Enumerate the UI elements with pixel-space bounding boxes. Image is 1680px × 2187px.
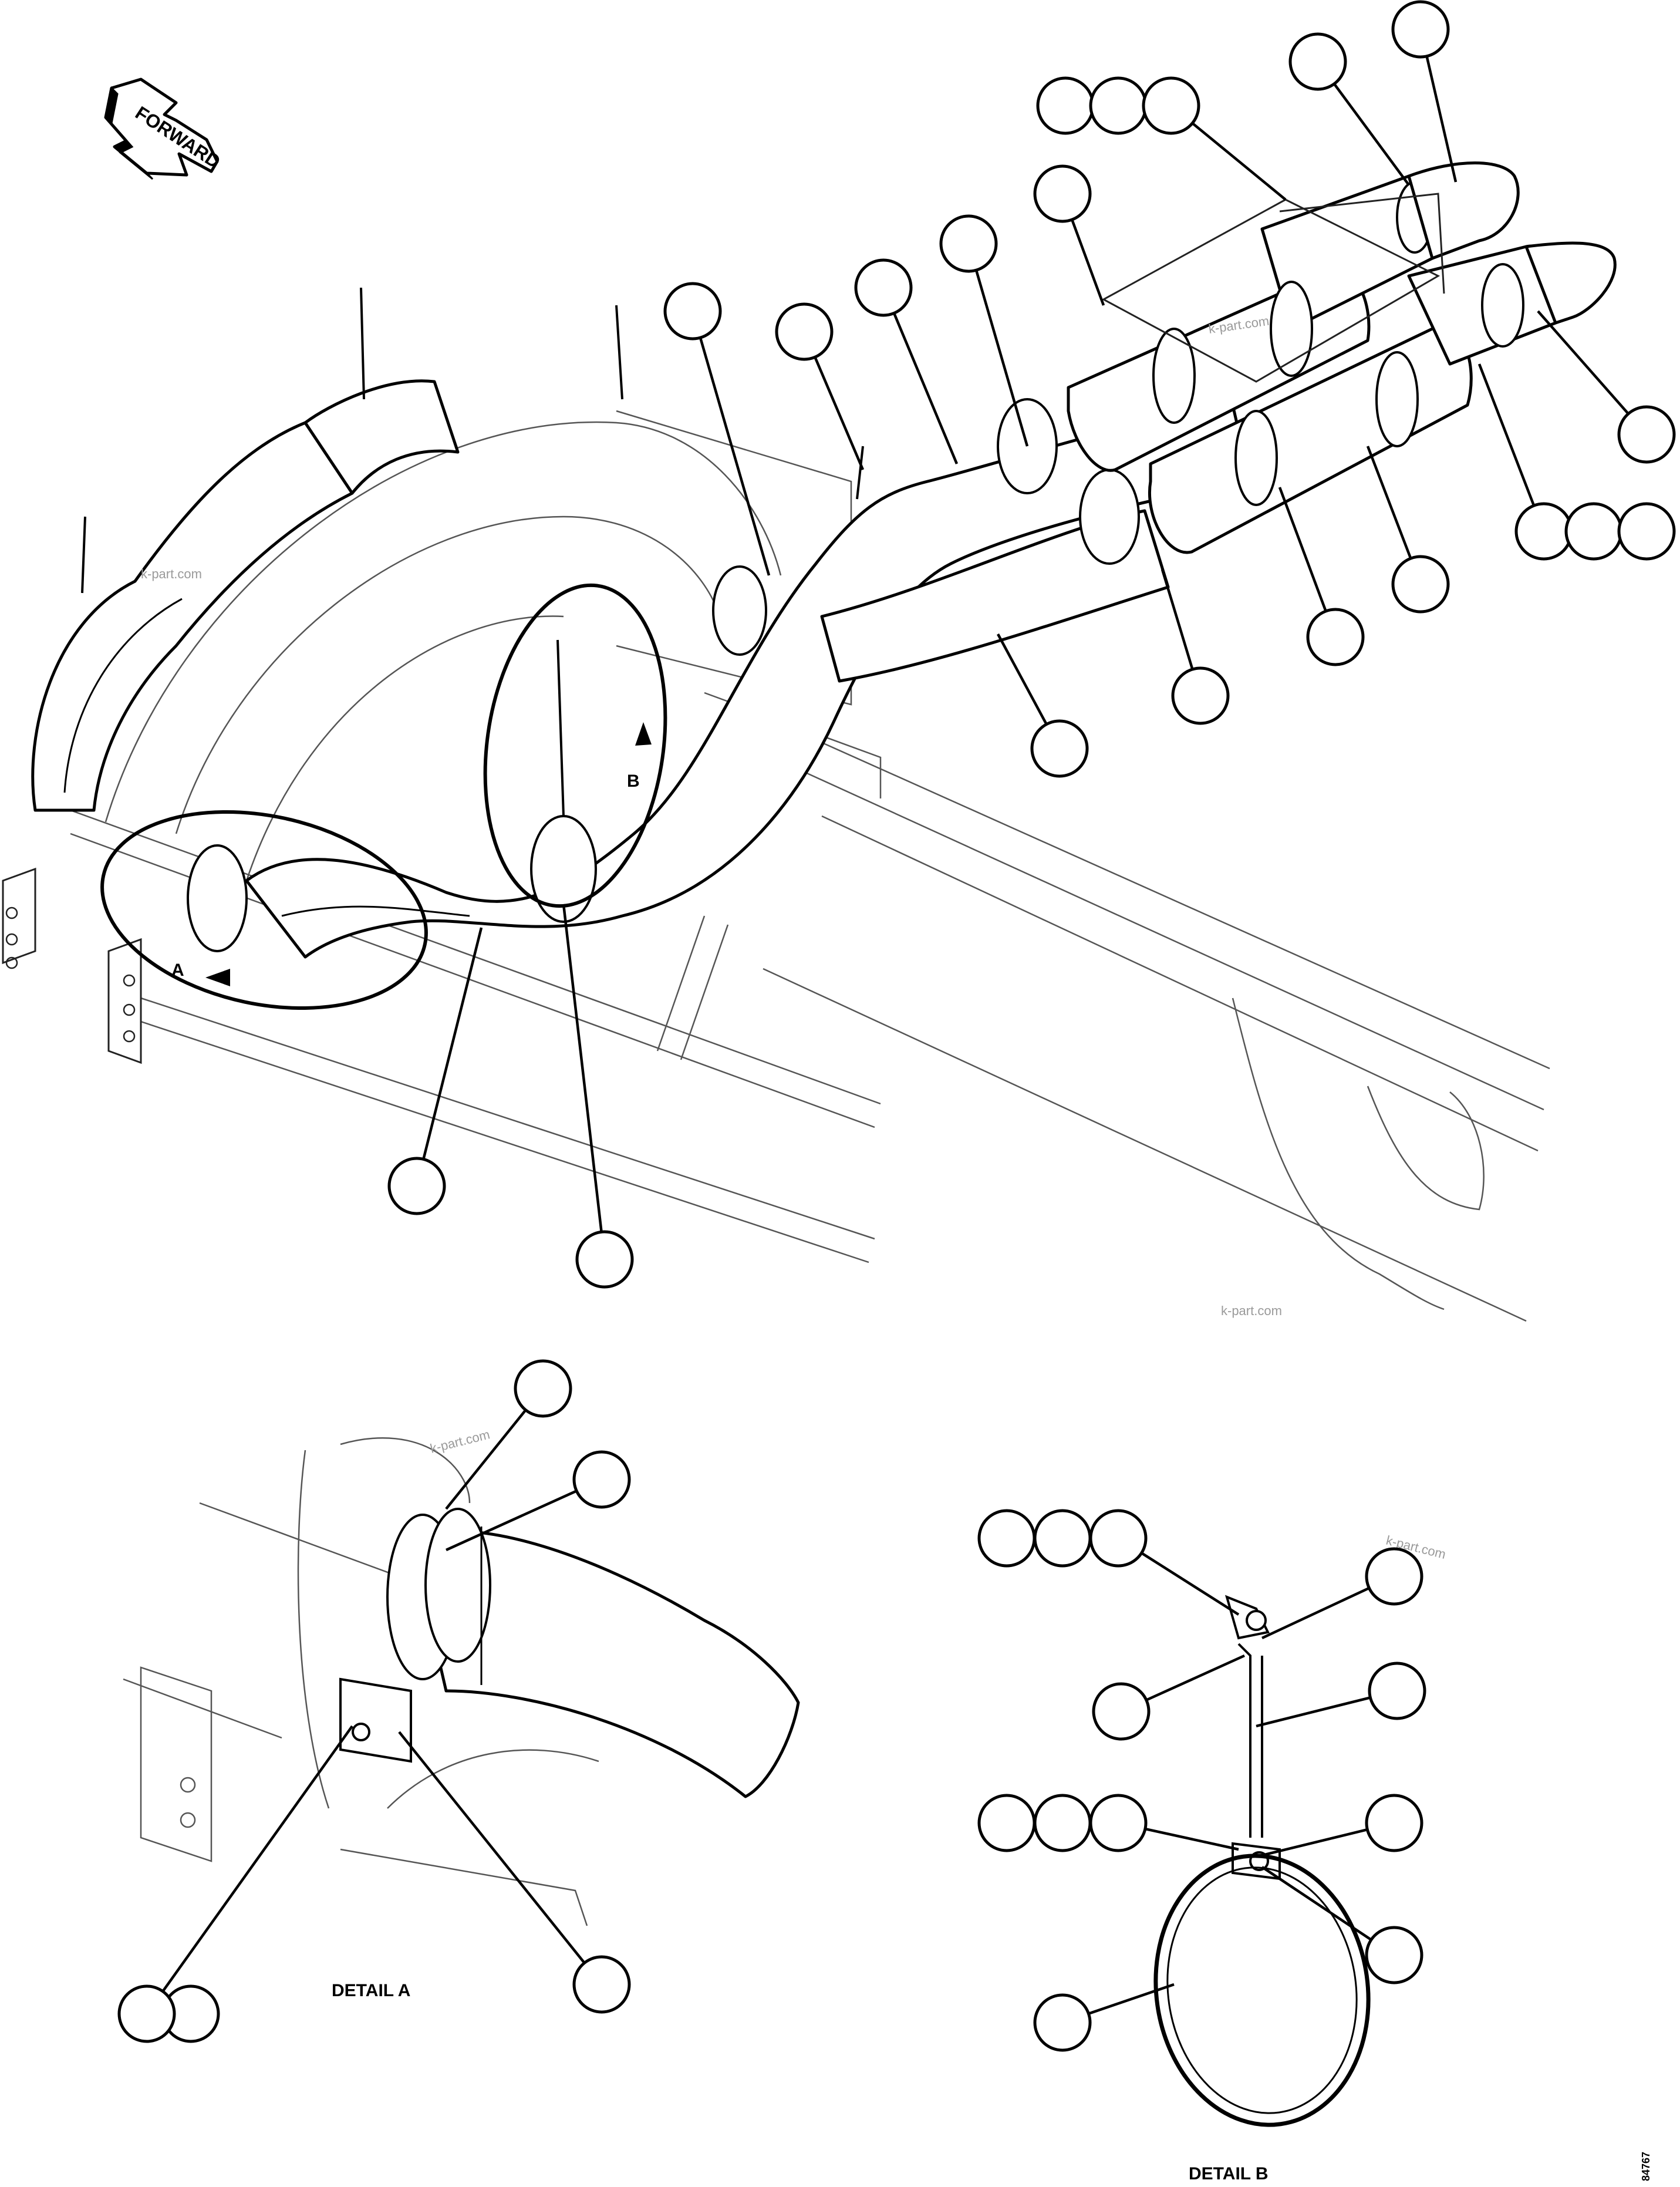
leader-line	[1333, 83, 1410, 186]
item-balloon	[977, 1509, 1036, 1568]
leader-line	[445, 1409, 527, 1510]
item-balloon	[1617, 405, 1676, 464]
item-balloons	[117, 0, 1676, 2052]
item-balloon	[1514, 502, 1573, 561]
detail-b-caption: DETAIL B	[1189, 2164, 1269, 2183]
item-balloon	[1564, 502, 1623, 561]
item-balloon	[1391, 555, 1450, 614]
item-balloon	[572, 1955, 631, 2014]
watermark-1: k-part.com	[141, 567, 202, 581]
item-balloon	[514, 1359, 572, 1418]
item-balloon	[1030, 719, 1089, 778]
item-balloon	[1142, 76, 1200, 135]
item-balloon	[775, 302, 834, 361]
leader-line	[398, 1731, 586, 1964]
leader-line	[1261, 1586, 1370, 1640]
exhaust-pipes	[31, 161, 1617, 959]
detail-a-caption: DETAIL A	[332, 1981, 410, 2000]
leader-line	[1071, 219, 1105, 306]
watermark-3: k-part.com	[1221, 1303, 1282, 1318]
item-balloon	[1365, 1794, 1423, 1852]
item-balloon	[1368, 1662, 1426, 1720]
leader-line	[1145, 1827, 1239, 1851]
item-balloon	[1033, 1794, 1092, 1852]
leader-line	[1425, 56, 1458, 183]
leader-line	[1261, 1866, 1372, 1941]
leader-line	[1537, 310, 1630, 415]
item-balloon	[1036, 76, 1095, 135]
leader-line	[1278, 487, 1327, 612]
detail-b-ellipse	[483, 583, 667, 908]
item-balloon	[854, 258, 913, 317]
leader-line	[1161, 569, 1194, 670]
leader-line	[1477, 363, 1536, 506]
leader-line	[1145, 1654, 1245, 1701]
leader-line	[1088, 1983, 1175, 2015]
item-balloon	[575, 1230, 634, 1289]
detail-a-ellipse	[100, 810, 428, 1010]
detail-ref-a: A	[171, 961, 184, 980]
detail-b-view: DETAIL B	[1153, 1595, 1371, 2183]
leader-line	[892, 312, 959, 464]
leader-line	[446, 1490, 578, 1552]
item-balloon	[1617, 502, 1676, 561]
item-balloon	[1092, 1682, 1151, 1741]
leader-line	[161, 1725, 353, 1993]
item-balloon	[663, 282, 722, 341]
leader-line	[1141, 1552, 1240, 1616]
item-balloon	[1391, 0, 1450, 59]
leader-line	[997, 633, 1048, 725]
leader-line	[1366, 446, 1412, 559]
forward-arrow: FORWARD	[104, 77, 224, 180]
leader-line	[814, 356, 865, 470]
item-balloon	[387, 1157, 446, 1215]
leader-line	[422, 927, 483, 1160]
item-balloon	[1171, 666, 1230, 725]
item-balloon	[1288, 32, 1347, 91]
leader-line	[974, 269, 1029, 447]
leader-line	[1261, 1828, 1368, 1857]
item-balloon	[977, 1794, 1036, 1852]
item-balloon	[1365, 1547, 1423, 1606]
item-balloon	[1033, 1993, 1092, 2052]
item-balloon	[1306, 608, 1365, 666]
truck-frame	[2, 410, 1550, 1322]
leader-line	[699, 337, 771, 576]
item-balloon	[1033, 164, 1092, 223]
leader-line	[1191, 122, 1287, 201]
item-balloon	[1365, 1926, 1423, 1984]
watermark-4: k-part.com	[429, 1427, 491, 1455]
leader-line	[1256, 1696, 1371, 1728]
item-balloon	[1089, 1509, 1148, 1568]
item-balloon	[1089, 76, 1148, 135]
item-balloon	[117, 1984, 176, 2043]
drawing-number: 84767	[1640, 2152, 1652, 2181]
detail-ref-b: B	[627, 771, 640, 791]
leader-lines	[161, 56, 1630, 2015]
detail-callouts: A B	[100, 583, 667, 1010]
item-balloon	[1089, 1794, 1148, 1852]
item-balloon	[572, 1450, 631, 1509]
item-balloon	[1033, 1509, 1092, 1568]
leader-line	[562, 904, 603, 1232]
detail-a-view: DETAIL A	[123, 1437, 800, 2000]
item-balloon	[939, 214, 998, 273]
